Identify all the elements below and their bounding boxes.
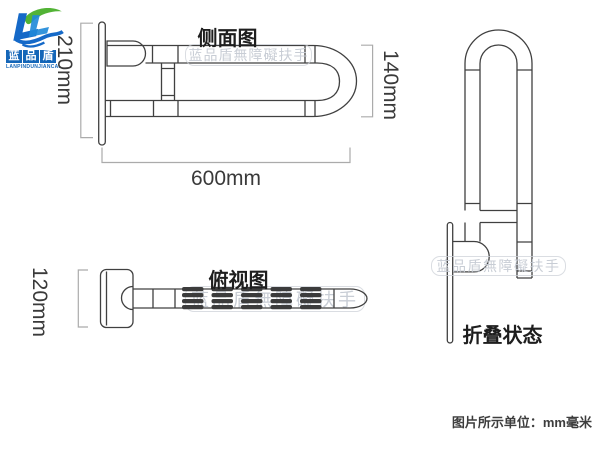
bracket-140mm <box>361 44 374 118</box>
folded-wall-plate <box>446 221 454 344</box>
logo-char: 盾 <box>40 50 56 63</box>
bracket-210mm <box>80 22 93 139</box>
folded-view-title: 折叠状态 <box>462 325 543 347</box>
dimension-brackets <box>77 22 374 328</box>
units-note: 图片所示单位：mm毫米 <box>451 415 592 430</box>
logo-name: 蓝 品 盾 <box>6 50 70 63</box>
dimension-length: 600mm <box>190 167 262 190</box>
watermark-side-view: 蓝品盾無障礙扶手 <box>185 44 312 66</box>
logo-monogram-icon <box>13 8 64 48</box>
logo-char: 蓝 <box>6 50 22 63</box>
folded-connector-column <box>480 209 517 224</box>
side-view-title: 侧面图 <box>197 28 258 50</box>
top-view-title: 俯视图 <box>208 270 269 292</box>
dimension-depth: 120mm <box>28 267 51 338</box>
logo-subtext: LANPINDUNJIANCAI <box>6 64 61 70</box>
dimension-plate-height: 210mm <box>53 34 76 106</box>
top-pivot-hub <box>120 285 134 311</box>
side-tube-inner <box>105 62 341 102</box>
top-wall-plate <box>99 268 134 329</box>
bracket-120mm <box>77 269 88 328</box>
folded-tube-inner <box>479 44 518 278</box>
side-wall-plate <box>98 21 106 146</box>
side-connector-column <box>160 63 176 101</box>
logo-char: 品 <box>23 50 39 63</box>
side-pivot-housing <box>106 40 147 67</box>
bracket-600mm <box>101 147 351 164</box>
watermark-folded-view: 蓝品盾無障礙扶手 <box>431 256 566 276</box>
folded-tube-outer <box>464 29 533 278</box>
brand-logo: 蓝 品 盾 LANPINDUNJIANCAI <box>6 5 70 70</box>
top-tube <box>133 288 368 309</box>
side-tube-outer <box>105 44 358 118</box>
dimension-end-height: 140mm <box>379 50 402 121</box>
grip-ribs <box>182 287 322 310</box>
